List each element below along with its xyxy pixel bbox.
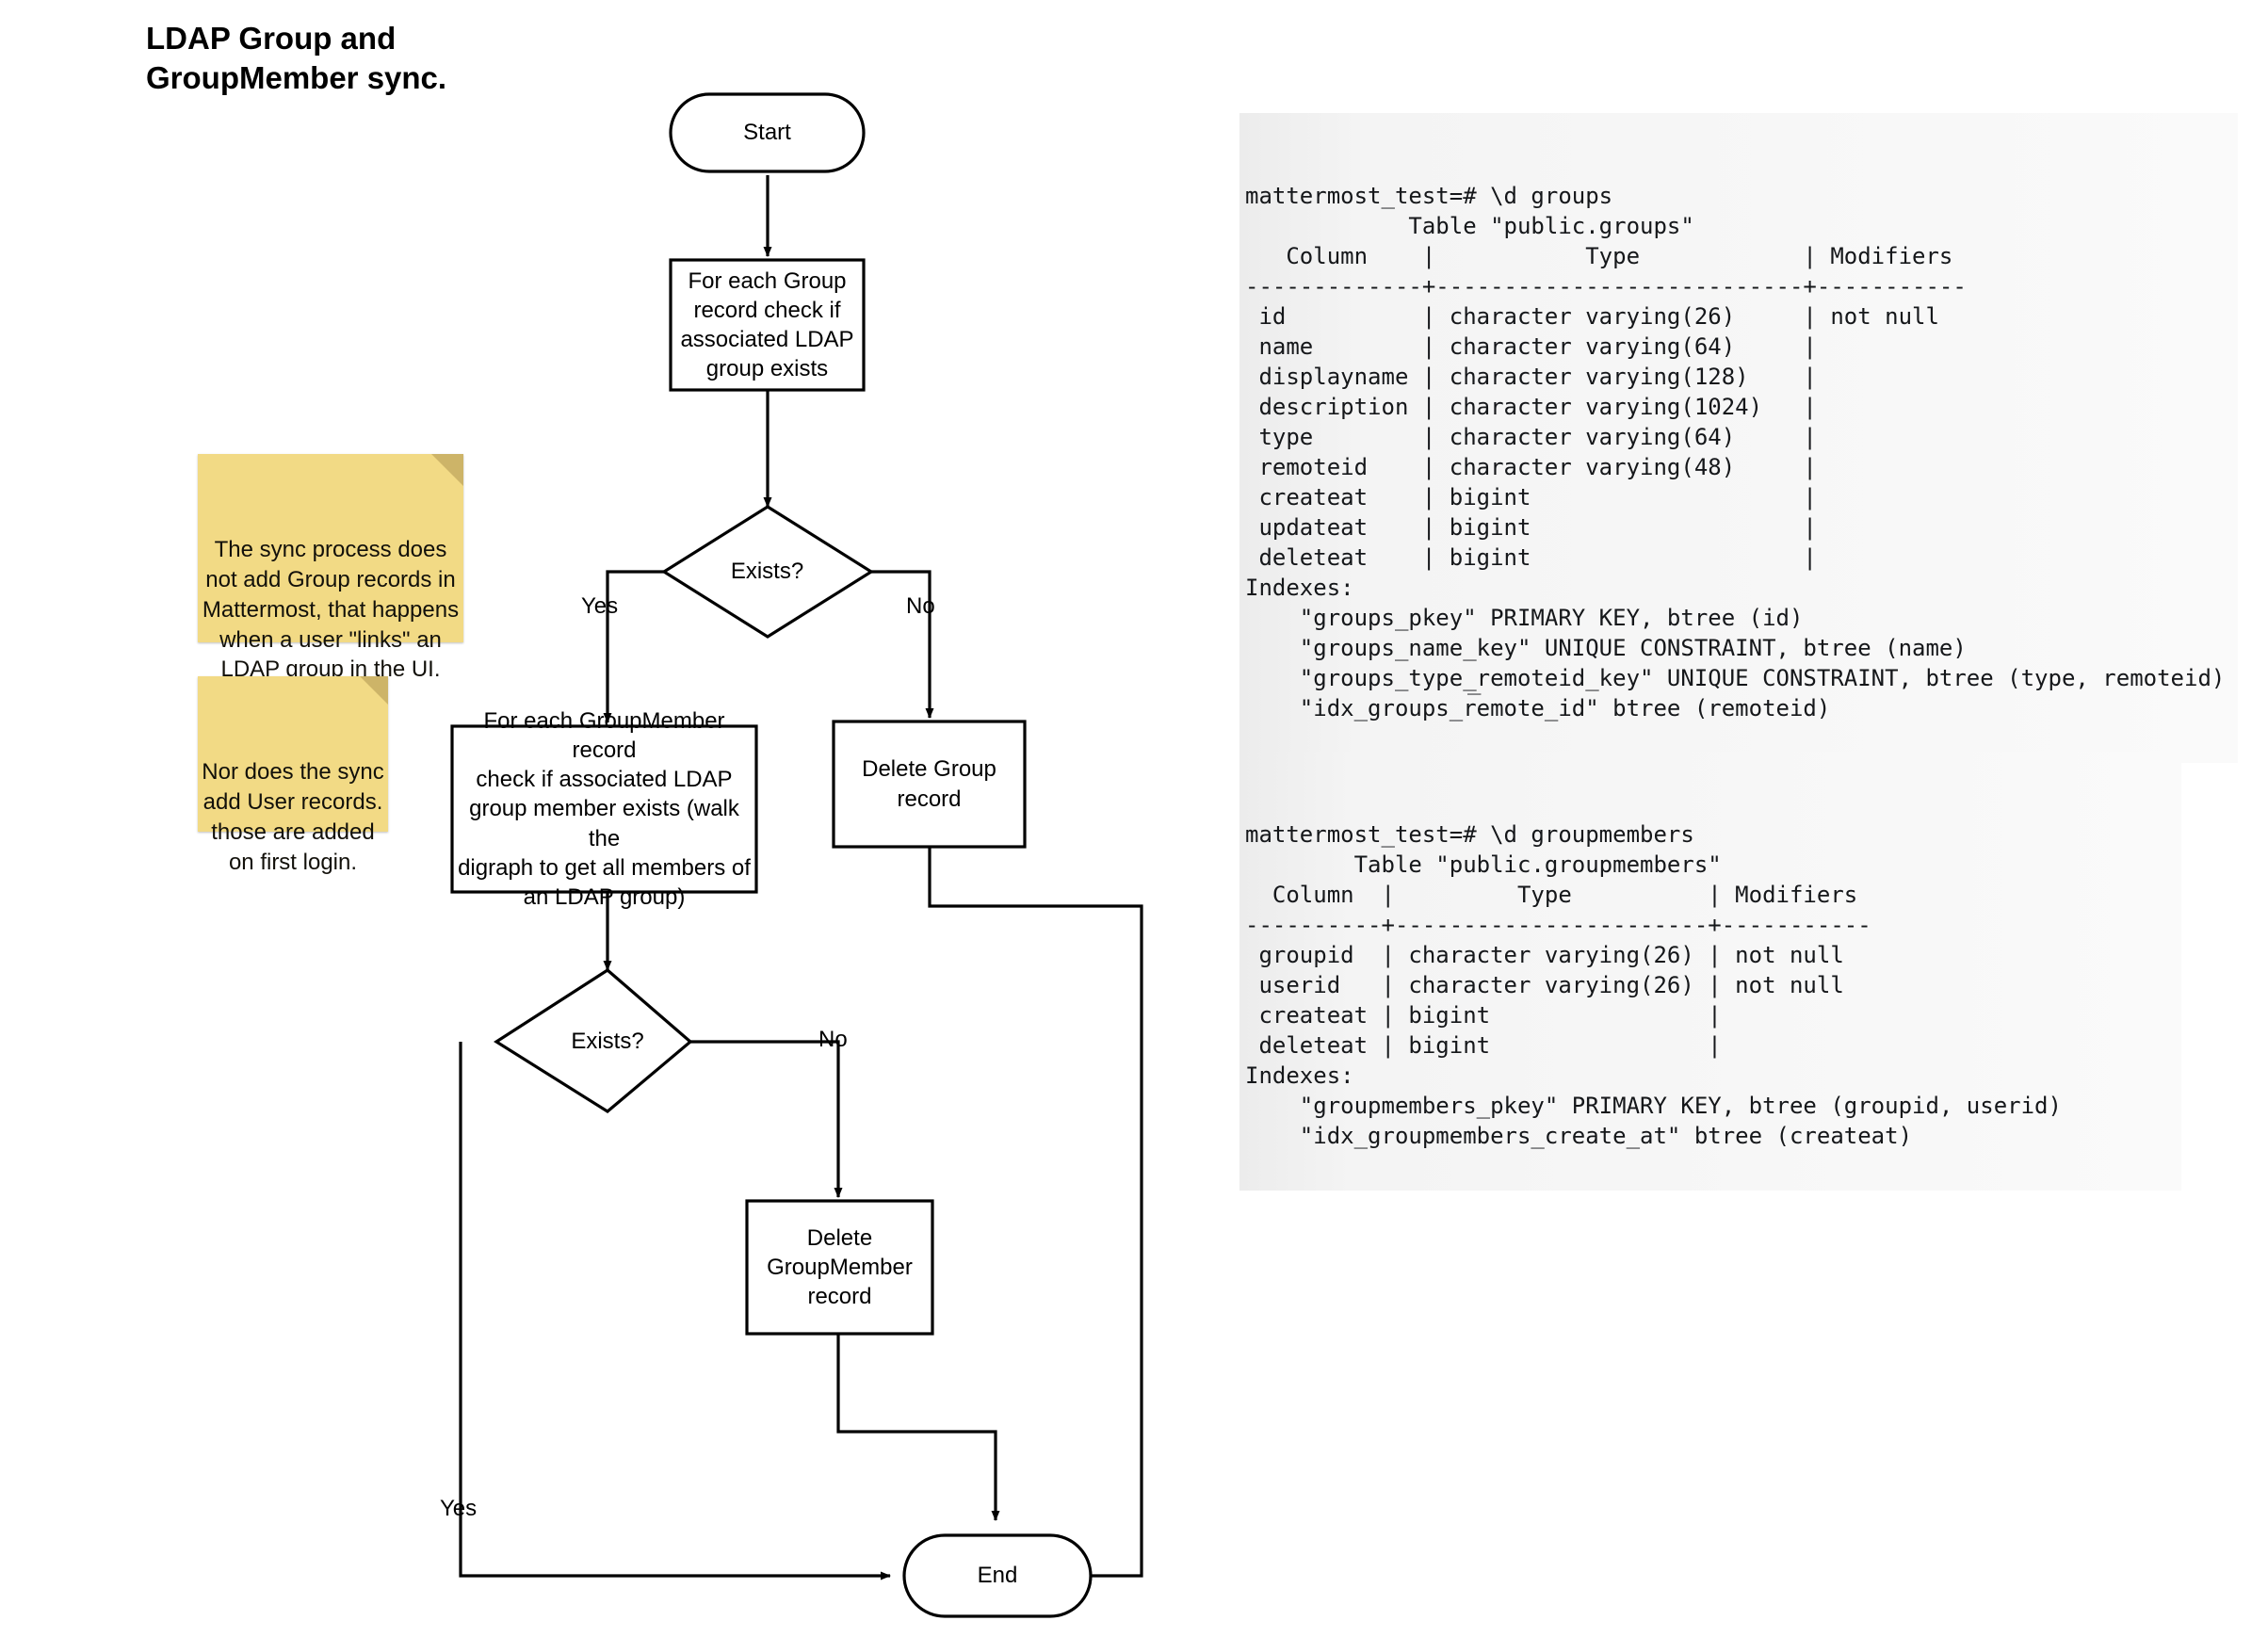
terminal-cursor-icon: _	[1467, 669, 1482, 695]
edge-label-member-yes: Yes	[440, 1496, 478, 1521]
edge-delete-member-to-end	[836, 1334, 1000, 1521]
note-fold-corner-icon	[360, 676, 388, 705]
node-for-each-group	[669, 258, 866, 392]
node-delete-group	[832, 720, 1027, 849]
edge-exists2-yes	[459, 1042, 891, 1580]
edge-exists2-no	[688, 1040, 843, 1198]
terminal-groupmembers-table: mattermost_test=# \d groupmembers Table …	[1239, 752, 2181, 1191]
edge-exists-yes	[603, 570, 666, 723]
edge-label-group-yes: Yes	[581, 593, 619, 619]
node-end	[902, 1533, 1093, 1618]
terminal-groups-table: mattermost_test=# \d groups Table "publi…	[1239, 113, 2238, 763]
sticky-note-groups: The sync process does not add Group reco…	[198, 454, 463, 682]
sticky-note-users-text: Nor does the sync add User records. thos…	[202, 758, 384, 875]
node-exists-groupmember	[494, 968, 693, 1113]
node-delete-groupmember	[745, 1199, 934, 1336]
terminal-groups-table-text: mattermost_test=# \d groups Table "publi…	[1245, 183, 2226, 721]
sticky-note-groups-text: The sync process does not add Group reco…	[202, 536, 460, 683]
sticky-note-users: Nor does the sync add User records. thos…	[198, 676, 388, 875]
node-start	[669, 92, 866, 173]
terminal-groupmembers-table-text: mattermost_test=# \d groupmembers Table …	[1245, 821, 2062, 1149]
note-fold-corner-icon	[431, 454, 463, 486]
page-title: LDAP Group and GroupMember sync.	[146, 21, 447, 95]
node-exists-group	[660, 505, 875, 639]
node-for-each-groupmember	[450, 724, 758, 894]
edge-label-member-no: No	[818, 1027, 848, 1052]
edge-label-group-no: No	[906, 593, 935, 619]
edge-delete-group-to-end	[928, 847, 1143, 1580]
edge-exists-no	[869, 570, 934, 719]
